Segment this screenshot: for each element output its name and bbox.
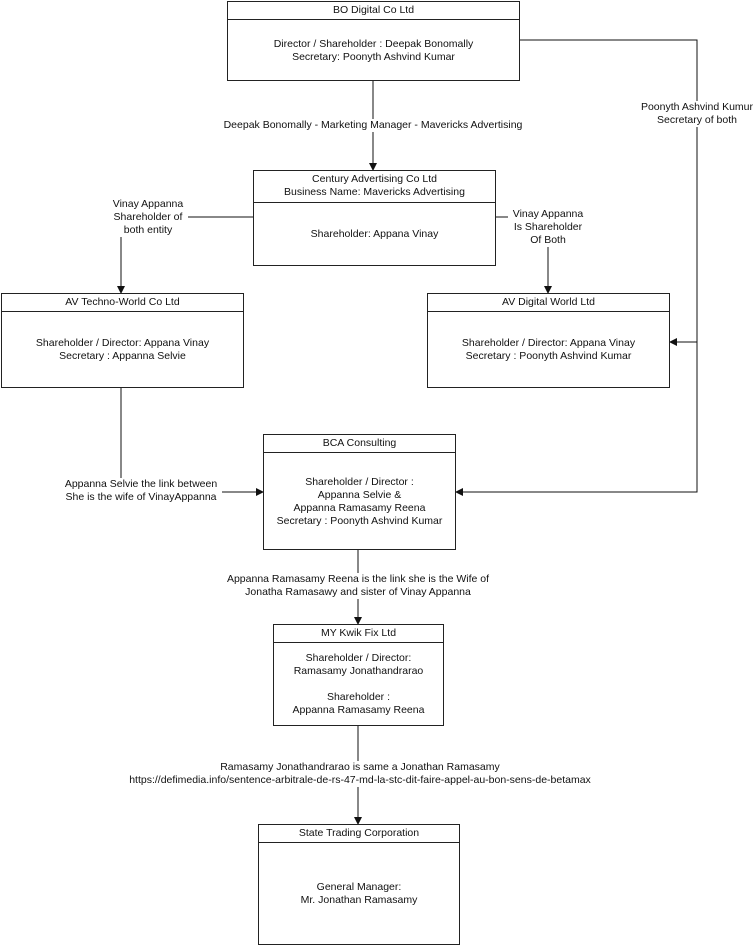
- entity-line: Secretary : Poonyth Ashvind Kumar: [276, 514, 443, 527]
- entity-bo-digital: BO Digital Co Ltd Director / Shareholder…: [227, 1, 520, 81]
- link-label-line: both entity: [123, 224, 173, 236]
- entity-line: Secretary : Appanna Selvie: [59, 350, 186, 362]
- entity-title: MY Kwik Fix Ltd: [274, 625, 443, 643]
- entity-line: General Manager:: [316, 881, 402, 893]
- link-label-line: Jonatha Ramasawy and sister of Vinay App…: [245, 586, 471, 598]
- link-label-kwik-to-stc: Ramasamy Jonathandrarao is same a Jonath…: [110, 761, 610, 787]
- entity-line: Secretary: Poonyth Ashvind Kumar: [292, 50, 455, 63]
- link-label-bca-to-kwik: Appanna Ramasamy Reena is the link she i…: [218, 573, 498, 599]
- link-label-line: Ramasamy Jonathandrarao is same a Jonath…: [220, 761, 500, 773]
- link-label-line: Vinay Appanna: [512, 208, 584, 220]
- entity-century-advertising: Century Advertising Co Ltd Business Name…: [253, 170, 496, 266]
- link-label-line: Is Shareholder: [513, 221, 583, 233]
- source-link[interactable]: https://defimedia.info/sentence-arbitral…: [129, 774, 591, 786]
- entity-line: Appanna Ramasamy Reena: [293, 501, 426, 514]
- link-label-line: Secretary of both: [657, 114, 737, 126]
- entity-title: BO Digital Co Ltd: [228, 2, 519, 20]
- entity-line: Ramasamy Jonathandrarao: [293, 665, 424, 677]
- entity-line: Shareholder / Director: Appana Vinay: [35, 337, 210, 349]
- link-label-line: Poonyth Ashvind Kumur: [640, 101, 754, 113]
- entity-line: Shareholder / Director :: [305, 475, 414, 488]
- link-label-techno-to-bca: Appanna Selvie the link between She is t…: [60, 478, 222, 504]
- link-label-poonyth: Poonyth Ashvind Kumur Secretary of both: [638, 101, 756, 127]
- entity-line: Shareholder / Director:: [305, 652, 412, 664]
- entity-title: AV Digital World Ltd: [428, 294, 669, 312]
- edge-bo-to-avdigital: [520, 39, 698, 346]
- entity-title: Century Advertising Co Ltd Business Name…: [254, 171, 495, 203]
- entity-bca-consulting: BCA Consulting Shareholder / Director : …: [263, 434, 456, 550]
- entity-title-line: Business Name: Mavericks Advertising: [284, 186, 465, 198]
- link-label-line: Appanna Selvie the link between: [64, 478, 218, 490]
- link-label-line: Vinay Appanna: [112, 198, 184, 210]
- entity-line: Mr. Jonathan Ramasamy: [300, 894, 418, 906]
- entity-av-digital-world: AV Digital World Ltd Shareholder / Direc…: [427, 293, 670, 388]
- entity-line: Shareholder / Director: Appana Vinay: [461, 337, 636, 349]
- entity-line: Appanna Ramasamy Reena: [292, 704, 425, 716]
- entity-title: BCA Consulting: [264, 435, 455, 453]
- link-label-line: She is the wife of VinayAppanna: [65, 491, 217, 503]
- link-label-century-to-techno: Vinay Appanna Shareholder of both entity: [108, 198, 188, 237]
- entity-av-techno-world: AV Techno-World Co Ltd Shareholder / Dir…: [1, 293, 244, 388]
- edge-poonyth-to-bca: [455, 342, 698, 496]
- entity-line: Shareholder: Appana Vinay: [310, 227, 439, 240]
- entity-line: Shareholder :: [326, 691, 391, 703]
- entity-line: Director / Shareholder : Deepak Bonomall…: [273, 37, 474, 50]
- entity-line: Secretary : Poonyth Ashvind Kumar: [465, 350, 632, 362]
- entity-title: AV Techno-World Co Ltd: [2, 294, 243, 312]
- link-label-line: Of Both: [530, 234, 566, 246]
- entity-line: Appanna Selvie &: [317, 488, 402, 501]
- entity-my-kwik-fix: MY Kwik Fix Ltd Shareholder / Director: …: [273, 624, 444, 726]
- entity-title-line: Century Advertising Co Ltd: [312, 173, 437, 185]
- link-label-line: Shareholder of: [113, 211, 183, 223]
- link-label-line: Appanna Ramasamy Reena is the link she i…: [226, 573, 490, 585]
- link-label-century-to-avdigital: Vinay Appanna Is Shareholder Of Both: [508, 208, 588, 247]
- link-label-bo-to-century: Deepak Bonomally - Marketing Manager - M…: [218, 119, 528, 132]
- entity-state-trading-corporation: State Trading Corporation General Manage…: [258, 824, 460, 945]
- edge-techno-to-bca: [120, 388, 264, 496]
- entity-title: State Trading Corporation: [259, 825, 459, 843]
